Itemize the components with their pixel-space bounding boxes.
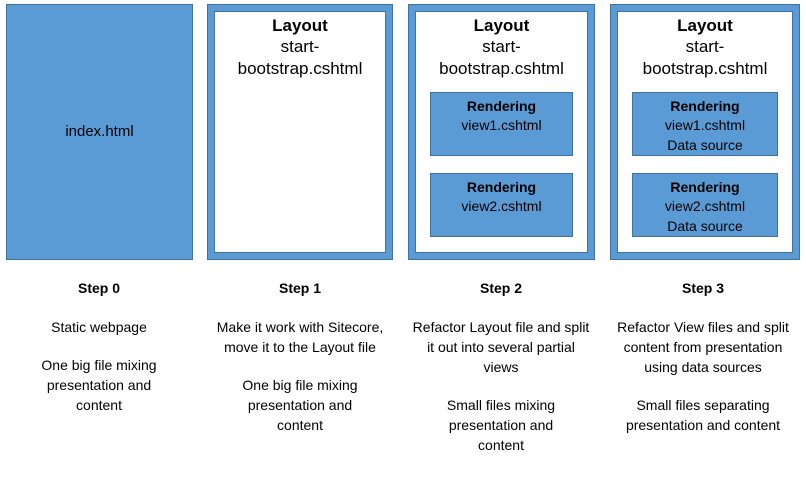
step-description: Make it work with Sitecore, move it to t… bbox=[216, 319, 384, 355]
rendering-title: Rendering bbox=[466, 98, 537, 114]
step-title: Step 2 bbox=[479, 280, 522, 296]
step-1-caption: Step 1 Make it work with Sitecore, move … bbox=[205, 279, 395, 453]
layout-file: start-bootstrap.cshtml bbox=[439, 37, 564, 78]
layout-inner-step2: Layout start-bootstrap.cshtml Rendering … bbox=[415, 11, 588, 253]
rendering-view1-datasource: Rendering view1.cshtml Data source bbox=[632, 92, 778, 156]
step-description: Static webpage bbox=[51, 319, 147, 335]
rendering-file: view2.cshtml bbox=[461, 198, 542, 214]
panel-layout-step2: Layout start-bootstrap.cshtml Rendering … bbox=[408, 4, 595, 260]
layout-inner-step3: Layout start-bootstrap.cshtml Rendering … bbox=[617, 11, 793, 253]
rendering-view2: Rendering view2.cshtml bbox=[430, 173, 573, 237]
layout-title: Layout bbox=[677, 16, 733, 35]
step-summary: One big file mixing presentation and con… bbox=[242, 377, 358, 433]
rendering-view1: Rendering view1.cshtml bbox=[430, 92, 573, 156]
rendering-title: Rendering bbox=[670, 179, 740, 195]
step-summary: Small files mixing presentation and cont… bbox=[446, 397, 556, 453]
step-0-caption: Step 0 Static webpage One big file mixin… bbox=[4, 279, 194, 433]
step-description: Refactor Layout file and split it out in… bbox=[412, 319, 590, 375]
rendering-data-source: Data source bbox=[667, 218, 743, 234]
layout-file: start-bootstrap.cshtml bbox=[642, 37, 768, 78]
step-title: Step 1 bbox=[278, 280, 321, 296]
panel-index-html: index.html bbox=[6, 4, 193, 260]
step-description: Refactor View files and split content fr… bbox=[617, 319, 789, 375]
rendering-file: view1.cshtml bbox=[461, 117, 542, 133]
step-summary: One big file mixing presentation and con… bbox=[41, 357, 157, 413]
rendering-data-source: Data source bbox=[667, 137, 743, 153]
rendering-file: view1.cshtml bbox=[664, 117, 746, 133]
step-3-caption: Step 3 Refactor View files and split con… bbox=[608, 279, 798, 453]
step-title: Step 3 bbox=[681, 280, 724, 296]
index-html-label: index.html bbox=[65, 123, 134, 140]
panel-layout-step3: Layout start-bootstrap.cshtml Rendering … bbox=[610, 4, 800, 260]
step-summary: Small files separating presentation and … bbox=[625, 397, 781, 433]
rendering-file: view2.cshtml bbox=[664, 198, 746, 214]
layout-file: start-bootstrap.cshtml bbox=[237, 37, 363, 78]
step-title: Step 0 bbox=[77, 280, 120, 296]
layout-title: Layout bbox=[473, 16, 530, 35]
panel-layout-step1: Layout start-bootstrap.cshtml bbox=[207, 4, 393, 260]
rendering-title: Rendering bbox=[466, 179, 537, 195]
rendering-view2-datasource: Rendering view2.cshtml Data source bbox=[632, 173, 778, 237]
step-2-caption: Step 2 Refactor Layout file and split it… bbox=[406, 279, 596, 473]
layout-title: Layout bbox=[272, 16, 328, 35]
layout-inner-step1: Layout start-bootstrap.cshtml bbox=[214, 11, 386, 253]
rendering-title: Rendering bbox=[670, 98, 740, 114]
